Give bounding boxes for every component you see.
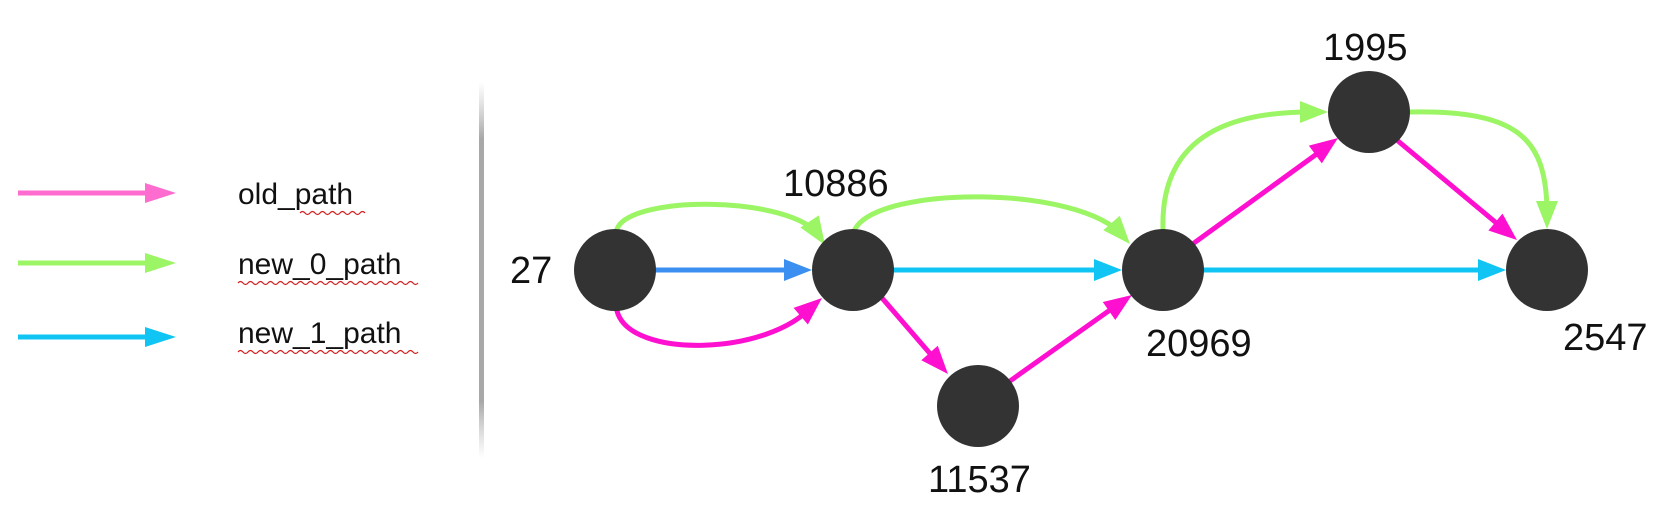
edge-line	[614, 201, 823, 239]
edge-old-path	[1007, 295, 1132, 384]
node-label: 2547	[1563, 317, 1648, 359]
node-11537: 11537	[928, 365, 1031, 501]
edge-line	[852, 194, 1126, 239]
node-label: 1995	[1323, 27, 1408, 69]
node-label: 10886	[783, 163, 889, 205]
arrowhead-icon	[1094, 259, 1122, 281]
legend-item-new-1-path: new_1_path	[18, 317, 419, 355]
node-circle	[812, 229, 894, 311]
new-0-path-arrow-icon	[18, 253, 176, 273]
edges-layer	[614, 101, 1558, 384]
edge-new-1-path	[891, 259, 1122, 281]
node-27: 27	[510, 229, 656, 311]
node-20969: 20969	[1122, 229, 1252, 365]
legend-divider	[479, 82, 484, 458]
arrowhead-icon	[793, 298, 822, 325]
node-label: 11537	[928, 459, 1031, 501]
arrowhead-icon	[1488, 213, 1517, 240]
edge-old-path	[879, 295, 948, 374]
edge-line	[879, 295, 936, 360]
edge-line	[1407, 109, 1550, 211]
edge-line	[1160, 109, 1313, 232]
edge-new-0-path	[852, 194, 1130, 244]
node-10886: 10886	[783, 163, 894, 311]
arrowhead-icon	[1478, 259, 1506, 281]
edge-new-0-path	[614, 201, 825, 245]
edge-new-0-path	[1407, 109, 1558, 229]
edge-line	[614, 303, 815, 348]
edge-old-path	[614, 298, 822, 348]
spellcheck-squiggle	[299, 210, 366, 216]
arrowhead-icon	[1536, 201, 1558, 229]
legend-label-new-0-path: new_0_path	[238, 248, 401, 281]
node-circle	[1506, 229, 1588, 311]
node-circle	[574, 229, 656, 311]
arrowhead-icon	[800, 215, 825, 245]
edge-line	[1395, 138, 1503, 229]
arrowhead-icon	[1102, 295, 1132, 320]
spellcheck-squiggle	[237, 349, 419, 355]
arrowhead-icon	[1308, 138, 1338, 164]
node-circle	[937, 365, 1019, 447]
legend-label-old-path: old_path	[238, 178, 353, 211]
node-circle	[1122, 229, 1204, 311]
node-1995: 1995	[1323, 27, 1410, 153]
edge-new-0-path	[1160, 101, 1328, 232]
legend-item-old-path: old_path	[18, 178, 366, 216]
legend: old_path new_0_path new_1_path	[18, 178, 419, 355]
node-circle	[1328, 71, 1410, 153]
spellcheck-squiggle	[237, 280, 419, 286]
edge-old-path	[1395, 138, 1517, 240]
node-label: 20969	[1146, 323, 1252, 365]
node-2547: 2547	[1506, 229, 1648, 359]
new-1-path-arrow-icon	[18, 327, 176, 347]
edge-line	[1191, 145, 1328, 246]
legend-item-new-0-path: new_0_path	[18, 248, 419, 286]
arrowhead-icon	[921, 345, 948, 374]
edge-new-1-path	[1201, 259, 1506, 281]
arrowhead-icon	[1300, 101, 1328, 123]
arrowhead-icon	[784, 259, 812, 281]
legend-label-new-1-path: new_1_path	[238, 317, 401, 350]
edge-new-1-path	[653, 259, 812, 281]
node-label: 27	[510, 250, 552, 292]
edge-old-path	[1191, 138, 1338, 246]
edge-line	[1007, 302, 1120, 384]
nodes-layer: 27 10886 11537 20969 1995 2547	[510, 27, 1648, 501]
arrowhead-icon	[1103, 215, 1130, 244]
old-path-arrow-icon	[18, 183, 176, 203]
